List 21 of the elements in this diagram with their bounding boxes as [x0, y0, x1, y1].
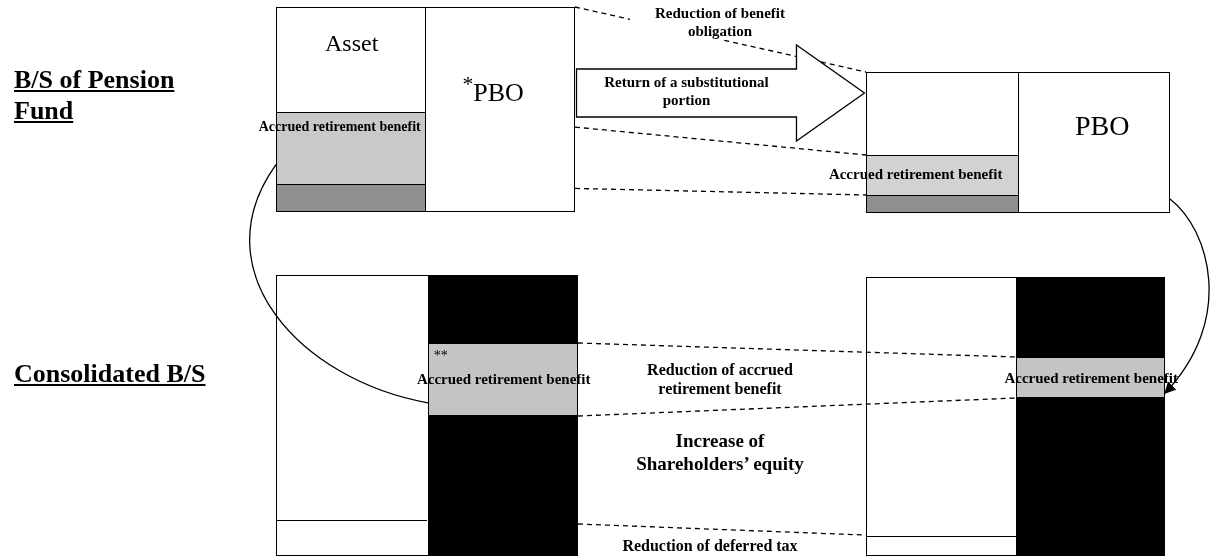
block-arrow: [575, 43, 866, 143]
dashed-line: [577, 342, 1017, 358]
edge-note: Increase of Shareholders’ equity: [635, 430, 805, 476]
section-heading: Consolidated B/S: [14, 358, 207, 390]
dashed-line: [574, 126, 867, 156]
balance-band: [1015, 396, 1165, 556]
dashed-line: [574, 187, 867, 196]
dashed-line: [577, 397, 1017, 417]
section-heading: B/S of Pension Fund: [14, 64, 176, 127]
item-label: $^{*}$PBO: [462, 71, 524, 108]
edge-label: Return of a substitutional portion: [603, 73, 770, 109]
edge-note: Reduction of accrued retirement benefit: [646, 360, 794, 399]
curved-arrow: [1164, 198, 1210, 394]
footnote-mark: **: [433, 348, 448, 365]
balance-band: [427, 414, 578, 556]
balance-band: [275, 183, 426, 212]
item-label: Asset: [325, 29, 379, 57]
balance-band: [427, 274, 578, 344]
item-label: PBO: [1075, 110, 1130, 143]
edge-note: Reduction of deferred tax: [621, 536, 799, 556]
balance-band: [1015, 276, 1165, 358]
